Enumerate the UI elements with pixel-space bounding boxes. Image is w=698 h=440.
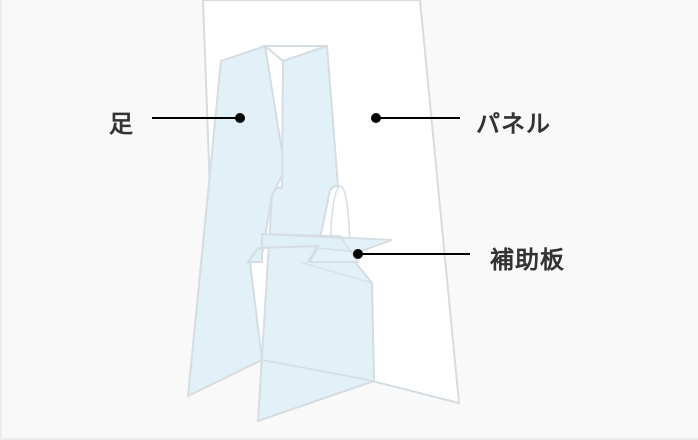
leader-panel (371, 113, 460, 123)
label-panel: パネル (476, 110, 551, 138)
label-leg: 足 (109, 110, 134, 138)
label-support-plate: 補助板 (490, 246, 565, 274)
leg-front-shape (256, 44, 376, 423)
leader-leg (152, 113, 245, 123)
leader-support (353, 249, 470, 259)
